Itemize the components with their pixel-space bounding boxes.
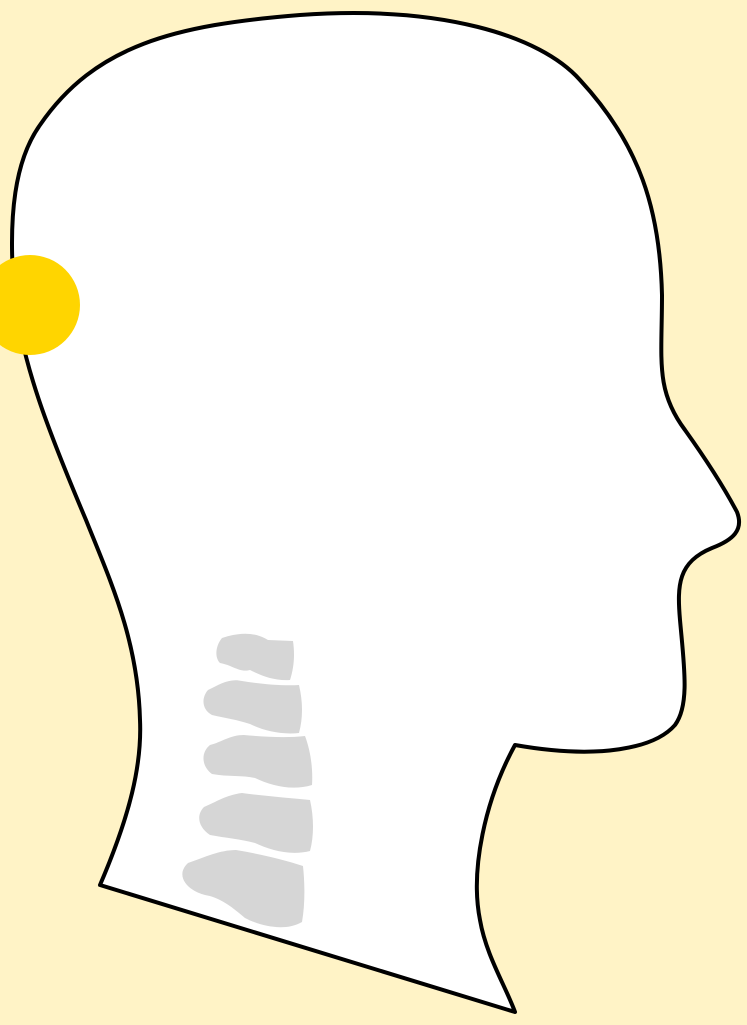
head-diagram — [0, 0, 747, 1025]
diagram-canvas — [0, 0, 747, 1025]
